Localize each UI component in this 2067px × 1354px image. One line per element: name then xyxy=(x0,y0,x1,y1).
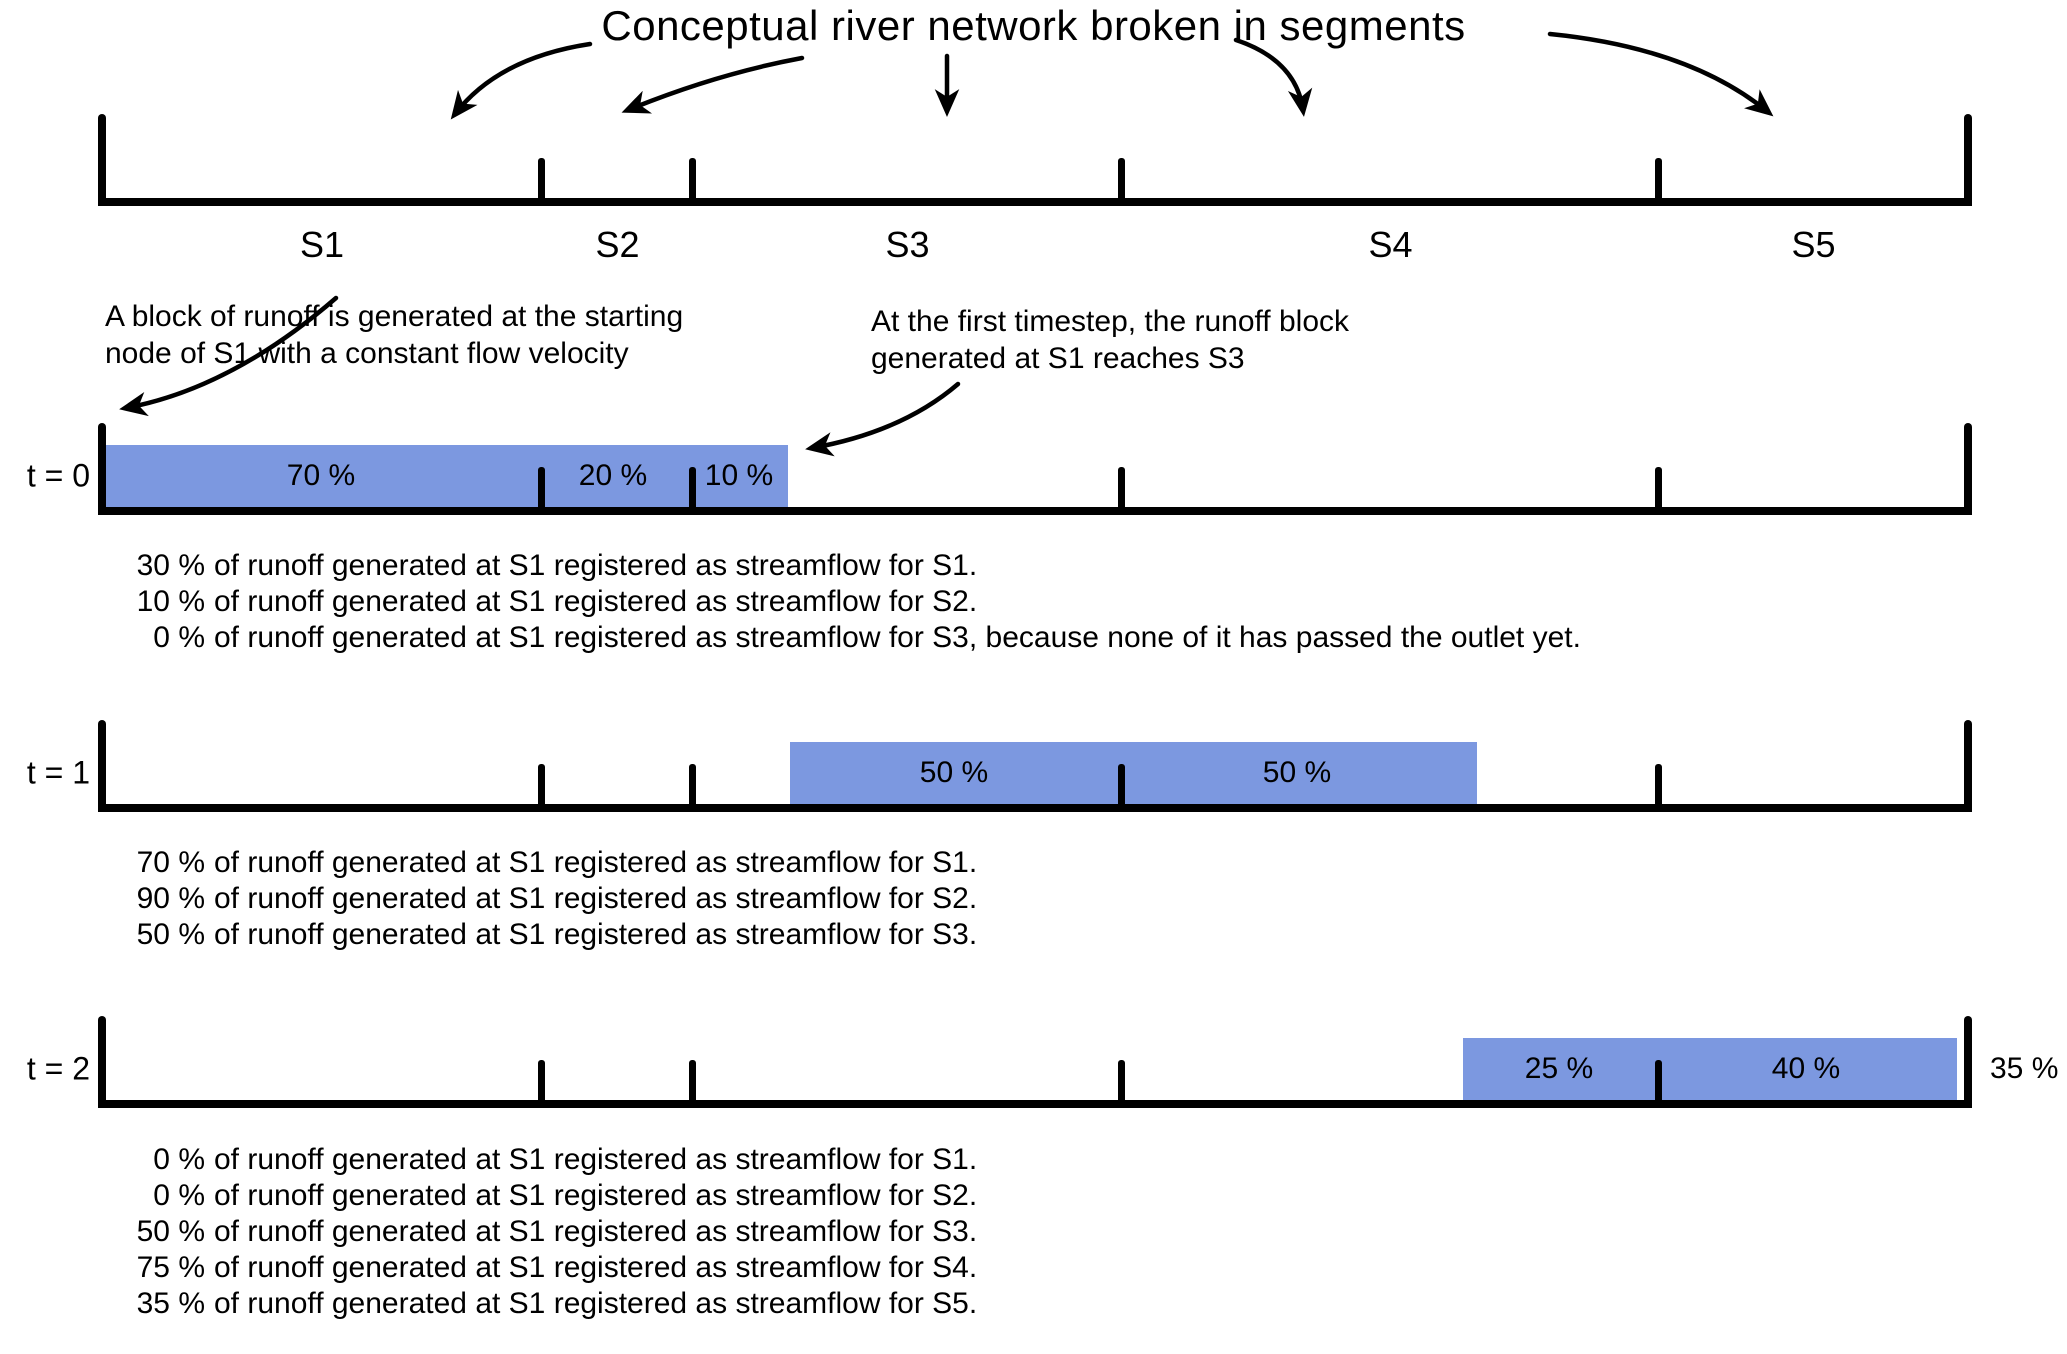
segment-tick xyxy=(689,1060,696,1108)
segment-label: S3 xyxy=(885,224,930,265)
note-text: of runoff generated at S1 registered as … xyxy=(214,1179,978,1212)
timestep-label: t = 2 xyxy=(26,1050,90,1087)
runoff-percent-label: 25 % xyxy=(1524,1052,1594,1085)
segment-tick xyxy=(538,764,545,812)
segment-tick xyxy=(538,1060,545,1108)
segment-tick xyxy=(689,764,696,812)
annotation-line: generated at S1 reaches S3 xyxy=(871,342,1245,375)
note-percent: 0 % xyxy=(153,1143,205,1176)
note-percent: 50 % xyxy=(136,1215,205,1248)
note-text: of runoff generated at S1 registered as … xyxy=(214,846,978,879)
segment-endpoint xyxy=(1964,1016,1972,1108)
segment-tick xyxy=(1655,764,1662,812)
note-line: 75 % of runoff generated at S1 registered… xyxy=(110,1251,978,1285)
note-percent: 75 % xyxy=(136,1251,205,1284)
annotation-line: node of S1 with a constant flow velocity xyxy=(105,337,629,370)
note-line: 10 % of runoff generated at S1 registered… xyxy=(110,585,978,619)
runoff-percent-label: 20 % xyxy=(578,459,648,492)
runoff-percent-label: 50 % xyxy=(1262,756,1332,789)
note-text: of runoff generated at S1 registered as … xyxy=(214,1215,978,1248)
note-text: of runoff generated at S1 registered as … xyxy=(214,882,978,915)
runoff-block xyxy=(1463,1038,1957,1100)
segment-label: S1 xyxy=(299,224,345,265)
segment-tick xyxy=(689,158,696,206)
title-arrow-s4 xyxy=(1233,37,1313,117)
note-text: of runoff generated at S1 registered as … xyxy=(214,549,978,582)
note-percent: 70 % xyxy=(136,846,205,879)
runoff-block xyxy=(104,445,788,507)
annotation-line: A block of runoff is generated at the st… xyxy=(105,300,684,333)
segment-tick xyxy=(689,467,696,515)
note-line: 35 % of runoff generated at S1 registered… xyxy=(110,1287,978,1321)
segment-endpoint xyxy=(1964,423,1972,515)
note-text: of runoff generated at S1 registered as … xyxy=(214,918,978,951)
network-line xyxy=(98,198,1972,206)
note-text: of runoff generated at S1 registered as … xyxy=(214,1143,978,1176)
title-arrow-s2 xyxy=(621,55,805,114)
segment-endpoint xyxy=(1964,114,1972,206)
segment-endpoint xyxy=(98,1016,106,1108)
annotation-first-timestep: At the first timestep, the runoff block … xyxy=(871,303,1349,377)
note-percent: 0 % xyxy=(153,621,205,654)
segment-endpoint xyxy=(1964,720,1972,812)
timestep-label: t = 1 xyxy=(26,754,90,791)
segment-tick xyxy=(1655,467,1662,515)
segment-endpoint xyxy=(98,423,106,515)
segment-tick xyxy=(1118,467,1125,515)
annotation-line: At the first timestep, the runoff block xyxy=(871,305,1350,338)
runoff-percent-label: 50 % xyxy=(919,756,989,789)
annotation-arrow-block-front xyxy=(805,381,961,457)
timestep-line xyxy=(98,804,1972,812)
note-line: 0 % of runoff generated at S1 registered … xyxy=(110,621,1581,655)
runoff-percent-label: 40 % xyxy=(1771,1052,1841,1085)
segment-tick xyxy=(1655,158,1662,206)
note-text: of runoff generated at S1 registered as … xyxy=(214,1287,978,1320)
timestep-label: t = 0 xyxy=(26,457,90,494)
segment-label: S5 xyxy=(1791,224,1836,265)
figure-title: Conceptual river network broken in segme… xyxy=(601,2,1466,49)
annotation-runoff-generated: A block of runoff is generated at the st… xyxy=(105,298,683,372)
segment-endpoint xyxy=(98,114,106,206)
segment-label: S4 xyxy=(1368,224,1413,265)
runoff-percent-label: 10 % xyxy=(704,459,774,492)
note-percent: 90 % xyxy=(136,882,205,915)
timestep-line xyxy=(98,507,1972,515)
segment-tick xyxy=(1655,1060,1662,1108)
note-percent: 35 % xyxy=(136,1287,205,1320)
note-text: of runoff generated at S1 registered as … xyxy=(214,621,1581,654)
segment-tick xyxy=(538,158,545,206)
runoff-block xyxy=(790,742,1477,804)
segment-tick xyxy=(1118,158,1125,206)
segment-tick xyxy=(538,467,545,515)
segment-tick xyxy=(1118,1060,1125,1108)
timestep-line xyxy=(98,1100,1972,1108)
note-text: of runoff generated at S1 registered as … xyxy=(214,1251,978,1284)
note-line: 70 % of runoff generated at S1 registered… xyxy=(110,846,978,880)
segment-tick xyxy=(1118,764,1125,812)
note-percent: 0 % xyxy=(153,1179,205,1212)
note-line: 50 % of runoff generated at S1 registered… xyxy=(110,918,978,952)
note-line: 30 % of runoff generated at S1 registered… xyxy=(110,549,978,583)
note-percent: 50 % xyxy=(136,918,205,951)
note-line: 0 % of runoff generated at S1 registered … xyxy=(110,1179,977,1213)
runoff-percent-label: 70 % xyxy=(286,459,356,492)
note-line: 0 % of runoff generated at S1 registered … xyxy=(110,1143,977,1177)
outlet-percent-label: 35 % xyxy=(1990,1052,2059,1085)
note-line: 50 % of runoff generated at S1 registered… xyxy=(110,1215,978,1249)
segment-label: S2 xyxy=(595,224,640,265)
note-line: 90 % of runoff generated at S1 registered… xyxy=(110,882,978,916)
title-arrow-s1 xyxy=(450,41,593,120)
note-percent: 10 % xyxy=(136,585,205,618)
note-percent: 30 % xyxy=(136,549,205,582)
note-text: of runoff generated at S1 registered as … xyxy=(214,585,978,618)
segment-endpoint xyxy=(98,720,106,812)
